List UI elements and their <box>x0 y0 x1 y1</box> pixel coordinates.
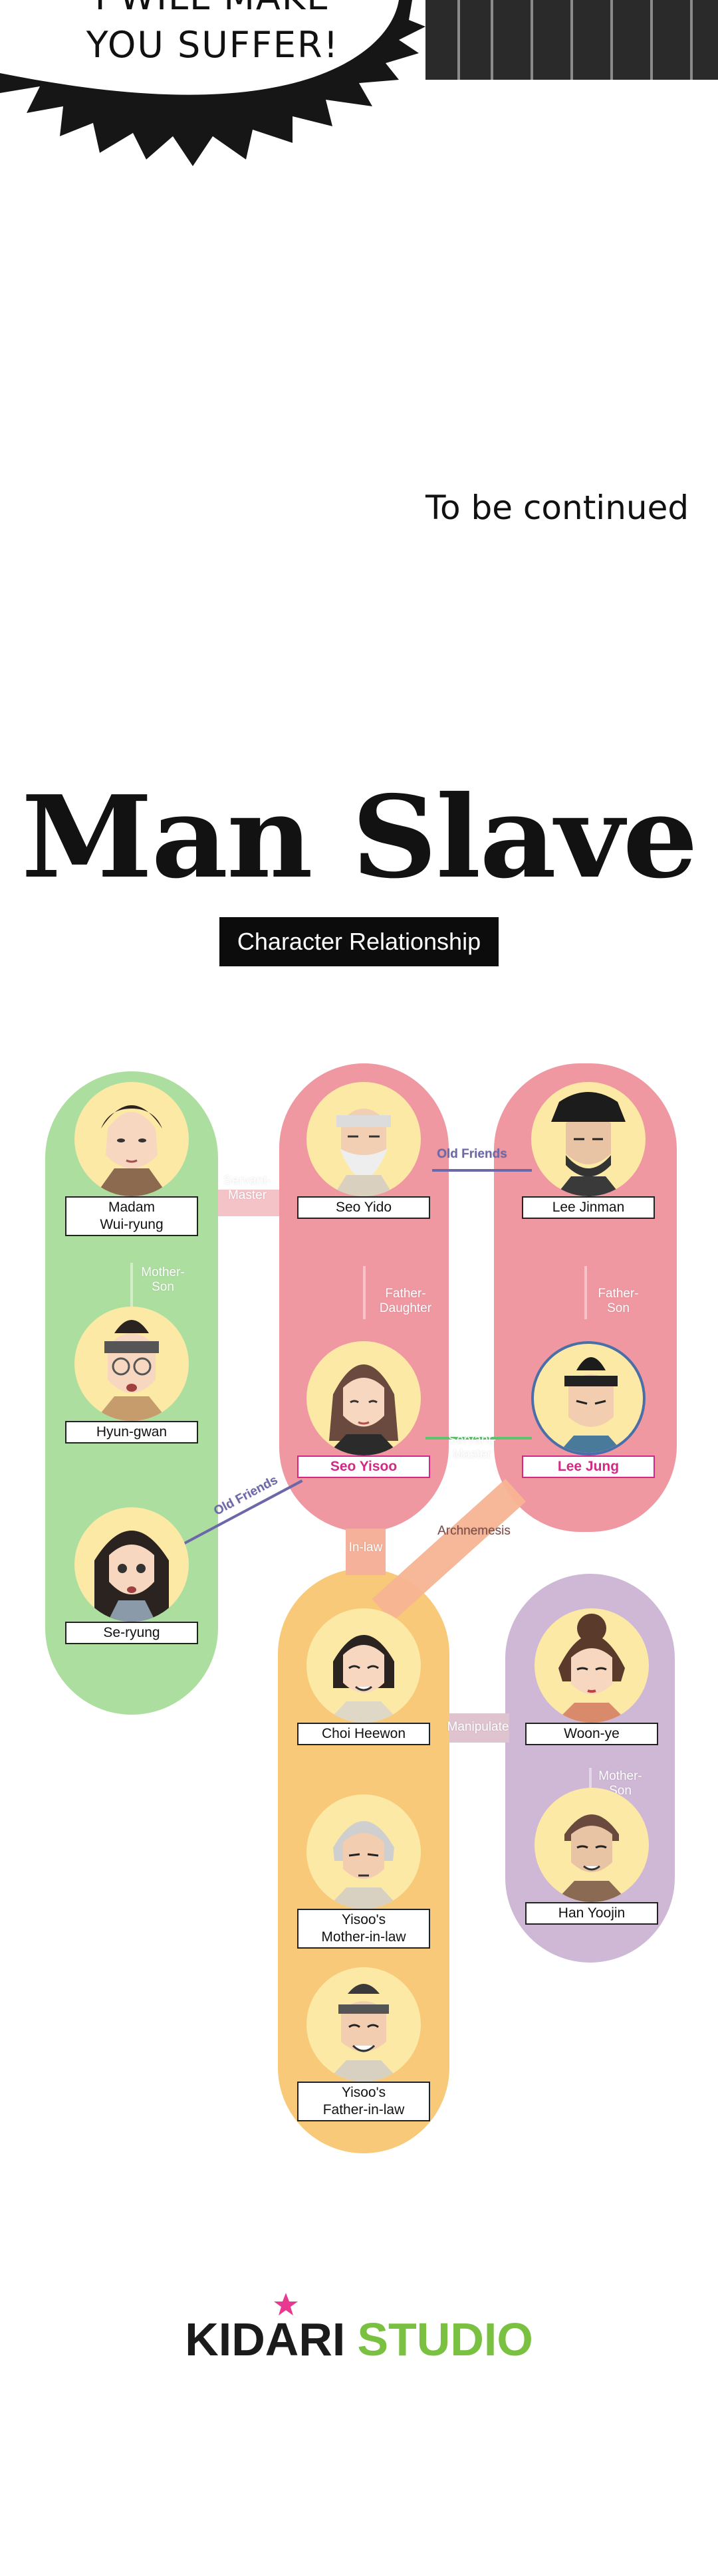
relation-label-manipulate: Manipulate <box>447 1720 509 1734</box>
connector-manipulate <box>449 1713 509 1743</box>
relation-label-father-son: Father- Son <box>598 1287 639 1315</box>
page-title: Man Slave <box>21 771 698 904</box>
portrait-choi-heewon <box>306 1608 421 1723</box>
name-tag: Yisoo's Father-in-law <box>297 2082 430 2121</box>
speech-bubble-text: I WILL MAKE YOU SUFFER! <box>40 0 386 69</box>
star-icon <box>274 2293 298 2315</box>
connector-mother-son-1 <box>130 1263 133 1309</box>
name-tag: Hyun-gwan <box>65 1421 198 1444</box>
name-tag-highlight: Seo Yisoo <box>297 1455 430 1478</box>
logo-kidari: KIDARI <box>185 2313 346 2365</box>
relation-label-father-daughter: Father- Daughter <box>379 1287 432 1315</box>
portrait-han-yoojin <box>535 1788 649 1902</box>
connector-father-son <box>584 1266 587 1319</box>
name-tag: Han Yoojin <box>525 1902 658 1925</box>
comic-panel: I WILL MAKE YOU SUFFER! <box>0 0 718 179</box>
name-tag: Madam Wui-ryung <box>65 1196 198 1236</box>
portrait-hyun-gwan <box>74 1307 189 1421</box>
to-be-continued-text: To be continued <box>425 488 689 527</box>
bubble-line-2: YOU SUFFER! <box>86 24 340 66</box>
name-tag: Woon-ye <box>525 1723 658 1745</box>
name-tag: Choi Heewon <box>297 1723 430 1745</box>
relation-label-old-friends: Old Friends <box>437 1147 507 1161</box>
connector-servant-master <box>218 1190 279 1216</box>
portrait-lee-jinman <box>531 1082 646 1196</box>
name-tag: Yisoo's Mother-in-law <box>297 1909 430 1949</box>
portrait-se-ryung <box>74 1507 189 1622</box>
connector-servant-master-2 <box>425 1437 532 1440</box>
relation-label-archnemesis: Archnemesis <box>437 1524 511 1538</box>
logo-studio: STUDIO <box>357 2313 533 2365</box>
portrait-father-in-law <box>306 1967 421 2082</box>
portrait-mother-in-law <box>306 1794 421 1909</box>
relation-label-mother-son: Mother- Son <box>141 1265 185 1294</box>
relation-label-servant-master: Servant- Master <box>223 1174 271 1202</box>
subtitle-label: Character Relationship <box>219 917 499 966</box>
bubble-line-1: I WILL MAKE <box>40 0 386 21</box>
portrait-madam-wui-ryung <box>74 1082 189 1196</box>
connector-in-law <box>346 1529 386 1575</box>
connector-old-friends <box>432 1169 532 1172</box>
name-tag-highlight: Lee Jung <box>522 1455 655 1478</box>
portrait-seo-yisoo <box>306 1341 421 1455</box>
name-tag: Seo Yido <box>297 1196 430 1219</box>
portrait-woon-ye <box>535 1608 649 1723</box>
comic-background <box>0 0 718 166</box>
name-tag: Lee Jinman <box>522 1196 655 1219</box>
relation-label-in-law: In-law <box>348 1541 383 1555</box>
portrait-seo-yido <box>306 1082 421 1196</box>
relation-label-servant-master-2: Servant- Master <box>448 1433 496 1461</box>
portrait-lee-jung <box>531 1341 646 1455</box>
connector-father-daughter <box>363 1266 366 1319</box>
name-tag: Se-ryung <box>65 1622 198 1644</box>
